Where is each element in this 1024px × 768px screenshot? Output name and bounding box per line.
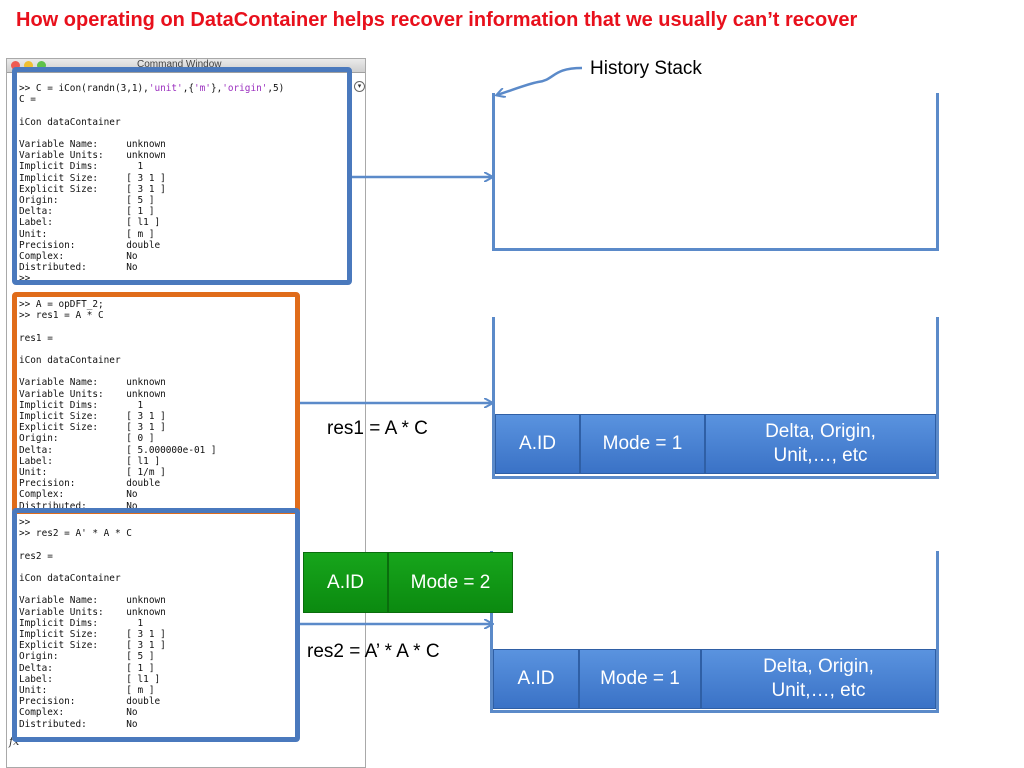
res2-operation-label: res2 = A’ * A * C [307,641,440,662]
stack-cell-mode: Mode = 1 [580,414,705,474]
highlight-box-res2 [12,508,300,742]
highlight-box-c [12,67,352,285]
pushed-cell-mode: Mode = 2 [388,552,513,613]
pushed-cell-aid: A.ID [303,552,388,613]
command-output-res2: >> >> res2 = A' * A * C res2 = iCon data… [19,517,166,730]
minimize-window-button[interactable] [24,61,33,70]
stack-cell-aid: A.ID [495,414,580,474]
stack-cell-mode: Mode = 1 [579,649,701,709]
history-stack-res1: A.ID Mode = 1 Delta, Origin, Unit,…, etc [492,317,939,479]
command-history-dropdown-icon[interactable]: ▾ [354,81,365,92]
stack-cell-aid: A.ID [493,649,579,709]
output-c-details: C = iCon dataContainer Variable Name: un… [19,94,166,285]
close-window-button[interactable] [11,61,20,70]
res1-operation-label: res1 = A * C [327,418,428,439]
command-output-c: >> C = iCon(randn(3,1),'unit',{'m'},'ori… [19,83,284,285]
command-window: Command Window ▾ >> C = iCon(randn(3,1),… [6,58,366,768]
command-output-res1: >> A = opDFT_2; >> res1 = A * C res1 = i… [19,299,217,512]
command-window-title: Command Window [137,59,222,70]
stack-cell-metadata: Delta, Origin, Unit,…, etc [701,649,936,709]
stack-cell-metadata: Delta, Origin, Unit,…, etc [705,414,936,474]
history-stack-label: History Stack [590,58,702,79]
arrow-history-label [497,66,583,95]
slide-title: How operating on DataContainer helps rec… [16,9,858,31]
zoom-window-button[interactable] [37,61,46,70]
history-stack-res2: A.ID Mode = 1 Delta, Origin, Unit,…, etc [490,551,939,713]
command-line-c: >> C = iCon(randn(3,1),'unit',{'m'},'ori… [19,83,285,94]
